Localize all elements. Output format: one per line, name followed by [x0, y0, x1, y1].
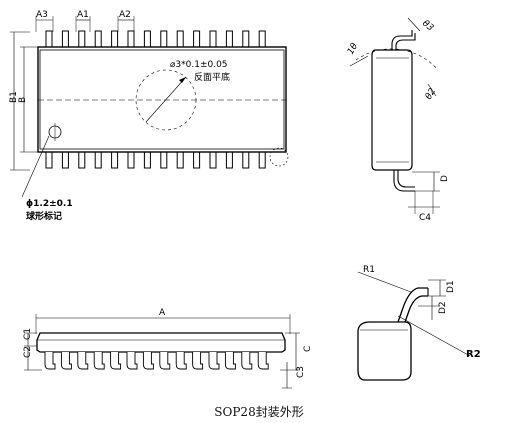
front-pin [175, 352, 187, 370]
detail-lead-outer [397, 287, 428, 323]
side-view [349, 17, 440, 214]
ejector-arrow [179, 77, 186, 83]
side-lead-bottom [397, 170, 415, 188]
top-pin [45, 30, 53, 48]
front-body [36, 332, 286, 353]
side-angle-arc [355, 48, 439, 71]
front-pin [159, 352, 171, 370]
top-view [10, 16, 289, 198]
bottom-pin [143, 151, 151, 169]
r2-label: R2 [466, 349, 481, 360]
bottom-pin [111, 151, 119, 169]
top-pin [94, 30, 102, 48]
side-body [371, 49, 413, 171]
hole-note-label: 反面平底 [194, 71, 230, 83]
front-pin [208, 352, 220, 370]
side-lead-top [391, 30, 413, 50]
top-pin [258, 30, 266, 48]
bottom-pin [258, 151, 266, 169]
dim-a2-label: A2 [119, 10, 131, 20]
dim-a1-label: A1 [77, 10, 89, 20]
dim-c4-label: C4 [419, 213, 431, 223]
bottom-pin [45, 151, 53, 169]
ejector-leader [145, 76, 187, 123]
bottom-pin [176, 151, 184, 169]
front-pin [44, 352, 56, 370]
d2-label: D2 [438, 301, 448, 314]
r1-label: R1 [363, 265, 375, 275]
front-pin [192, 352, 204, 370]
top-pin [193, 30, 201, 48]
dim-b1-label: B1 [9, 91, 19, 103]
package-body-outline [37, 46, 287, 153]
dim-c1-label: C1 [23, 328, 33, 340]
dim-b-label: B [18, 97, 28, 103]
front-pin [77, 352, 89, 370]
front-view [24, 314, 300, 389]
mark-note-label: 球形标记 [26, 210, 62, 222]
theta1-label: 1θ [346, 41, 361, 56]
ejector-circle [135, 69, 197, 131]
hole-spec-label: ⌀3*0.1±0.05 [170, 60, 228, 70]
front-pin [93, 352, 105, 370]
front-pin [60, 352, 72, 370]
front-pin-row [44, 352, 269, 370]
top-pin [127, 30, 135, 48]
dim-d-label: D [440, 175, 450, 182]
top-pin [242, 30, 250, 48]
dim-a-label: A [159, 308, 166, 318]
mark-spec-label: ϕ1.2±0.1 [26, 199, 73, 209]
front-pin [142, 352, 154, 370]
front-pin [126, 352, 138, 370]
dim-c3-label: C3 [296, 366, 306, 378]
r2-leader [397, 315, 471, 357]
top-pin [143, 30, 151, 48]
top-pin [209, 30, 217, 48]
bottom-pin [160, 151, 168, 169]
bottom-pin [61, 151, 69, 169]
front-pin [241, 352, 253, 370]
drawing-caption: SOP28封装外形 [214, 405, 304, 419]
top-pin [225, 30, 233, 48]
d1-label: D1 [446, 280, 456, 293]
detail-view [357, 271, 471, 381]
front-pin [257, 352, 269, 370]
front-pin [224, 352, 236, 370]
bottom-pin [225, 151, 233, 169]
pin1-mark-leader [21, 135, 50, 198]
package-body-inner [39, 49, 285, 150]
bottom-pin [78, 151, 86, 169]
top-pin-row [45, 30, 266, 48]
top-pin [160, 30, 168, 48]
dim-c-label: C [303, 346, 313, 352]
front-pin [110, 352, 122, 370]
bottom-pin [127, 151, 135, 169]
dim-a3-label: A3 [36, 10, 48, 20]
bottom-pin [242, 151, 250, 169]
lead-detail-circle [269, 147, 289, 167]
detail-body [357, 321, 412, 381]
theta2-label: θ2 [424, 87, 438, 102]
top-pin [78, 30, 86, 48]
r1-leader [357, 271, 412, 293]
bottom-pin [94, 151, 102, 169]
theta3-label: θ3 [420, 19, 435, 34]
bottom-pin [193, 151, 201, 169]
bottom-pin-row [45, 151, 266, 169]
top-pin [61, 30, 69, 48]
top-pin [176, 30, 184, 48]
bottom-pin [209, 151, 217, 169]
top-pin [111, 30, 119, 48]
detail-lead-inner [404, 295, 428, 323]
dim-c2-label: C2 [23, 346, 33, 358]
